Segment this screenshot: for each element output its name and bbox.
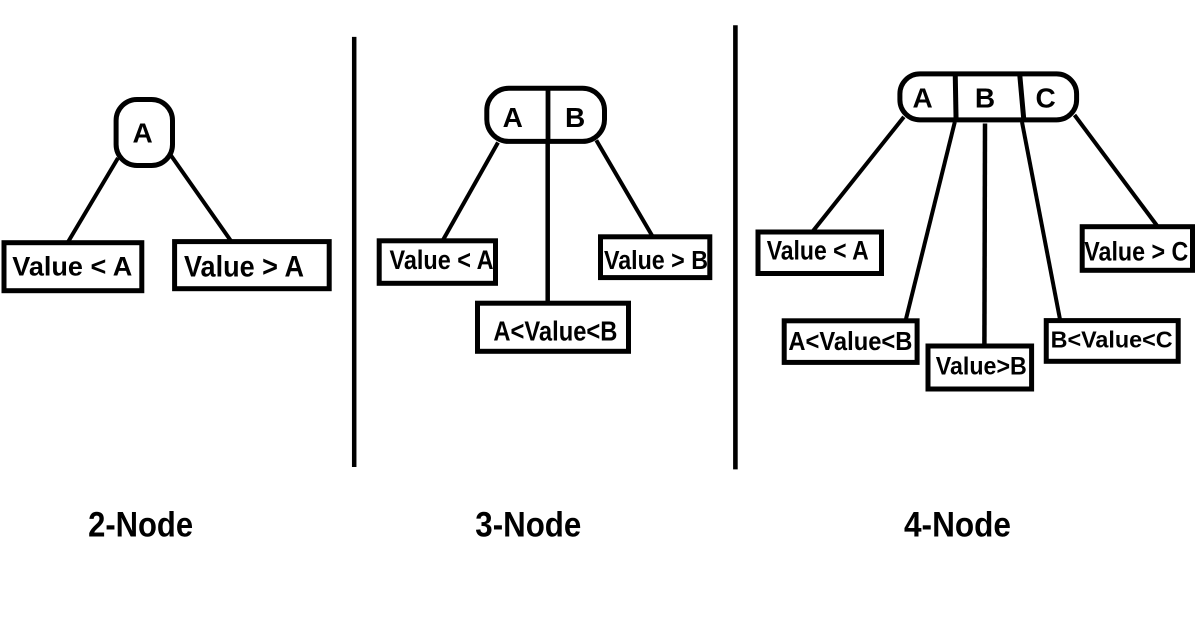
svg-text:Value > C: Value > C bbox=[1084, 236, 1188, 266]
svg-text:B: B bbox=[565, 102, 585, 133]
svg-text:B: B bbox=[975, 83, 995, 114]
svg-text:A: A bbox=[503, 102, 523, 133]
svg-text:B<Value<C: B<Value<C bbox=[1051, 327, 1173, 353]
svg-text:Value < A: Value < A bbox=[12, 251, 132, 281]
svg-text:A<Value<B: A<Value<B bbox=[788, 326, 912, 356]
svg-text:4-Node: 4-Node bbox=[904, 505, 1011, 545]
svg-text:Value > B: Value > B bbox=[604, 247, 708, 275]
svg-text:3-Node: 3-Node bbox=[475, 505, 581, 545]
svg-text:C: C bbox=[1035, 83, 1055, 114]
svg-text:Value > A: Value > A bbox=[184, 250, 304, 283]
svg-text:A: A bbox=[132, 117, 152, 148]
svg-text:Value < A: Value < A bbox=[390, 245, 494, 275]
svg-text:Value>B: Value>B bbox=[936, 353, 1027, 381]
svg-text:2-Node: 2-Node bbox=[88, 505, 193, 545]
svg-text:A: A bbox=[912, 83, 932, 114]
svg-text:Value < A: Value < A bbox=[767, 236, 869, 266]
svg-text:A<Value<B: A<Value<B bbox=[493, 315, 617, 346]
